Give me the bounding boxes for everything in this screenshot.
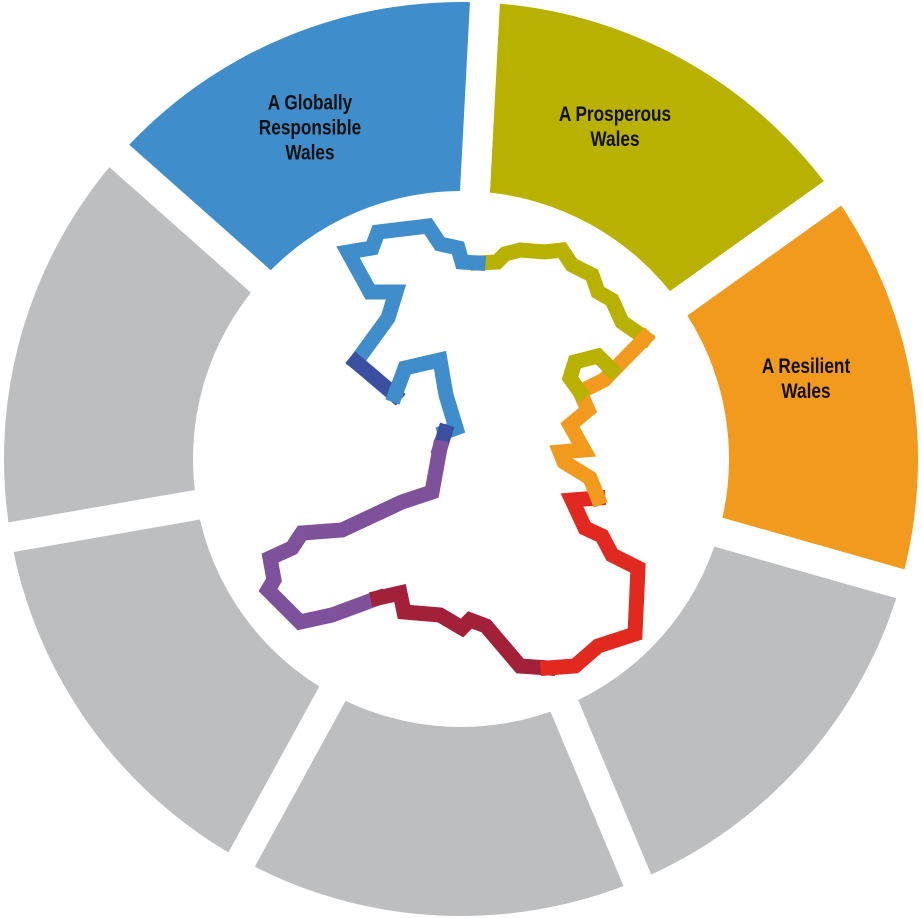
segment-gap [456,444,922,604]
wales-outline-dark-blue [345,351,406,406]
segment-blank-2 [241,694,638,916]
segment-gap [446,0,501,460]
segment-blank-3 [10,504,333,860]
wales-outline-blue [336,218,486,373]
segment-prosperous [475,2,833,304]
segment-gap [452,169,858,472]
label-line: A Prosperous [558,103,672,126]
label-line: A Resilient [761,355,851,378]
segment-globally-responsible [119,2,485,282]
wales-outline-red [539,489,646,677]
segment-gap [447,453,660,905]
segment-gap [0,444,464,555]
segment-gap [94,131,471,471]
segment-blank-1 [564,532,901,881]
label-line: Wales [781,380,831,403]
label-line: Wales [285,141,335,165]
segment-gap [218,451,475,885]
wales-outline-purple [258,439,449,631]
wales-outline-dark-red [369,583,557,677]
label-prosperous-wales: A Prosperous Wales [559,102,671,152]
wales-outline-olive [470,242,656,349]
label-line: A Globally [267,91,353,115]
segment-blank-4 [4,155,261,538]
wales-outline-olive [561,347,623,403]
label-globally-responsible-wales: A Globally Responsible Wales [259,91,361,166]
wales-outline-blue [385,350,466,442]
label-resilient-wales: A Resilient Wales [762,354,850,404]
label-line: Wales [590,128,640,151]
label-line: Responsible [258,116,362,140]
segment-resilient [678,193,918,584]
wales-outline-orange [549,327,656,508]
